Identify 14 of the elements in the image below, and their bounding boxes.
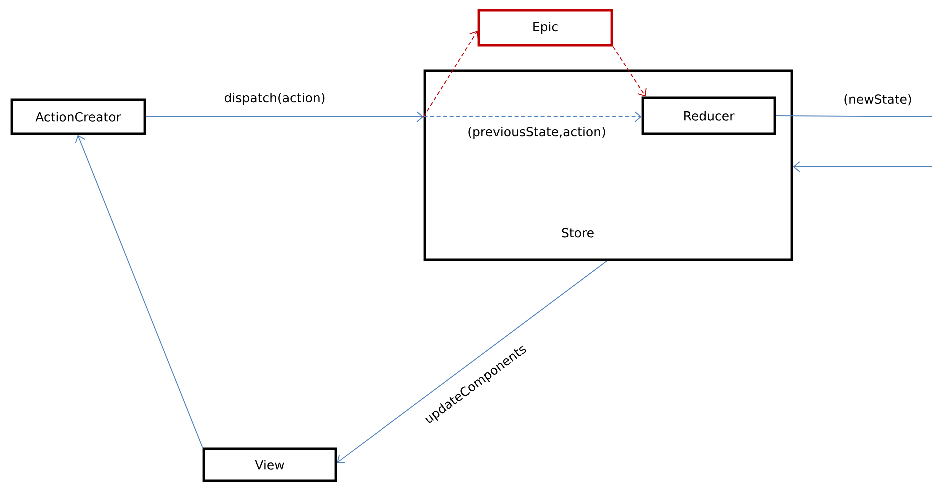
arrow (423, 31, 479, 118)
edge-label: (previousState,action) (466, 126, 608, 140)
arrow (146, 112, 424, 122)
process-box: Epic (478, 9, 614, 47)
process-box: ActionCreator (10, 98, 146, 136)
arrow (75, 135, 204, 448)
arrow (337, 260, 608, 464)
arrow (793, 162, 932, 172)
process-box: Reducer (642, 96, 776, 136)
process-box: View (202, 448, 338, 482)
arrow (423, 112, 642, 122)
edge-label: (newState) (842, 93, 914, 107)
edge-label: dispatch(action) (223, 92, 327, 106)
arrow (612, 46, 647, 97)
